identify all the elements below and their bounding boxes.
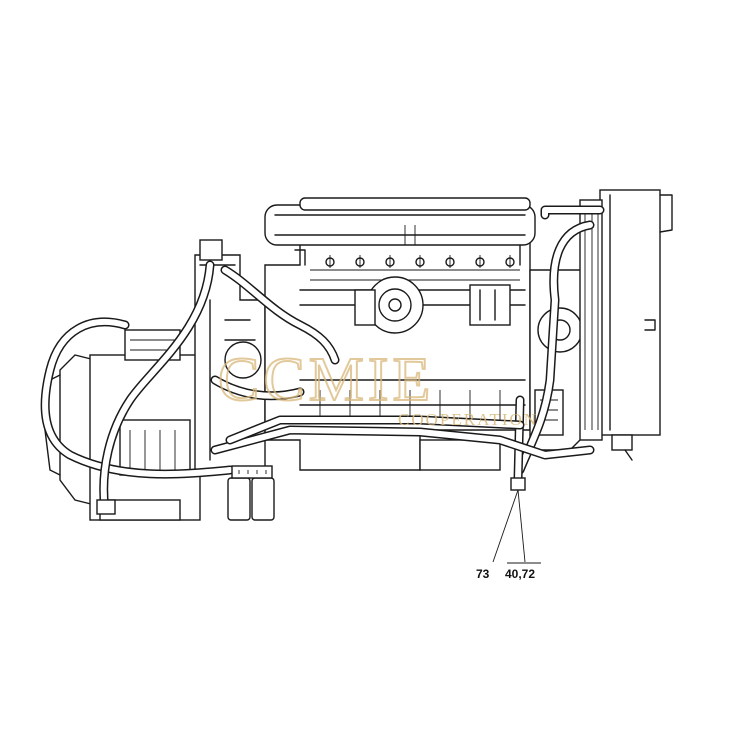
watermark-tagline: COOPERATION — [398, 410, 538, 429]
callout-ref-numbers: 40,72 — [505, 567, 535, 581]
watermark-logo-text: CCMIE — [218, 346, 434, 414]
intake-manifold — [264, 197, 536, 266]
radiator — [579, 189, 673, 461]
upper-radiator-hose — [515, 205, 605, 475]
turbocharger — [354, 276, 511, 334]
lower-coolant-hose — [210, 415, 595, 460]
flywheel-housing — [44, 329, 201, 521]
callout-leaders — [492, 489, 541, 564]
callout-item-number: 73 — [476, 567, 490, 581]
oil-filters — [227, 465, 275, 521]
injector-bank — [325, 255, 515, 268]
drain-hose-73 — [510, 395, 526, 491]
left-loop-hose — [40, 260, 235, 515]
crossover-hose — [210, 265, 340, 401]
watermark-logo: CCMIE COOPERATION — [217, 345, 538, 429]
